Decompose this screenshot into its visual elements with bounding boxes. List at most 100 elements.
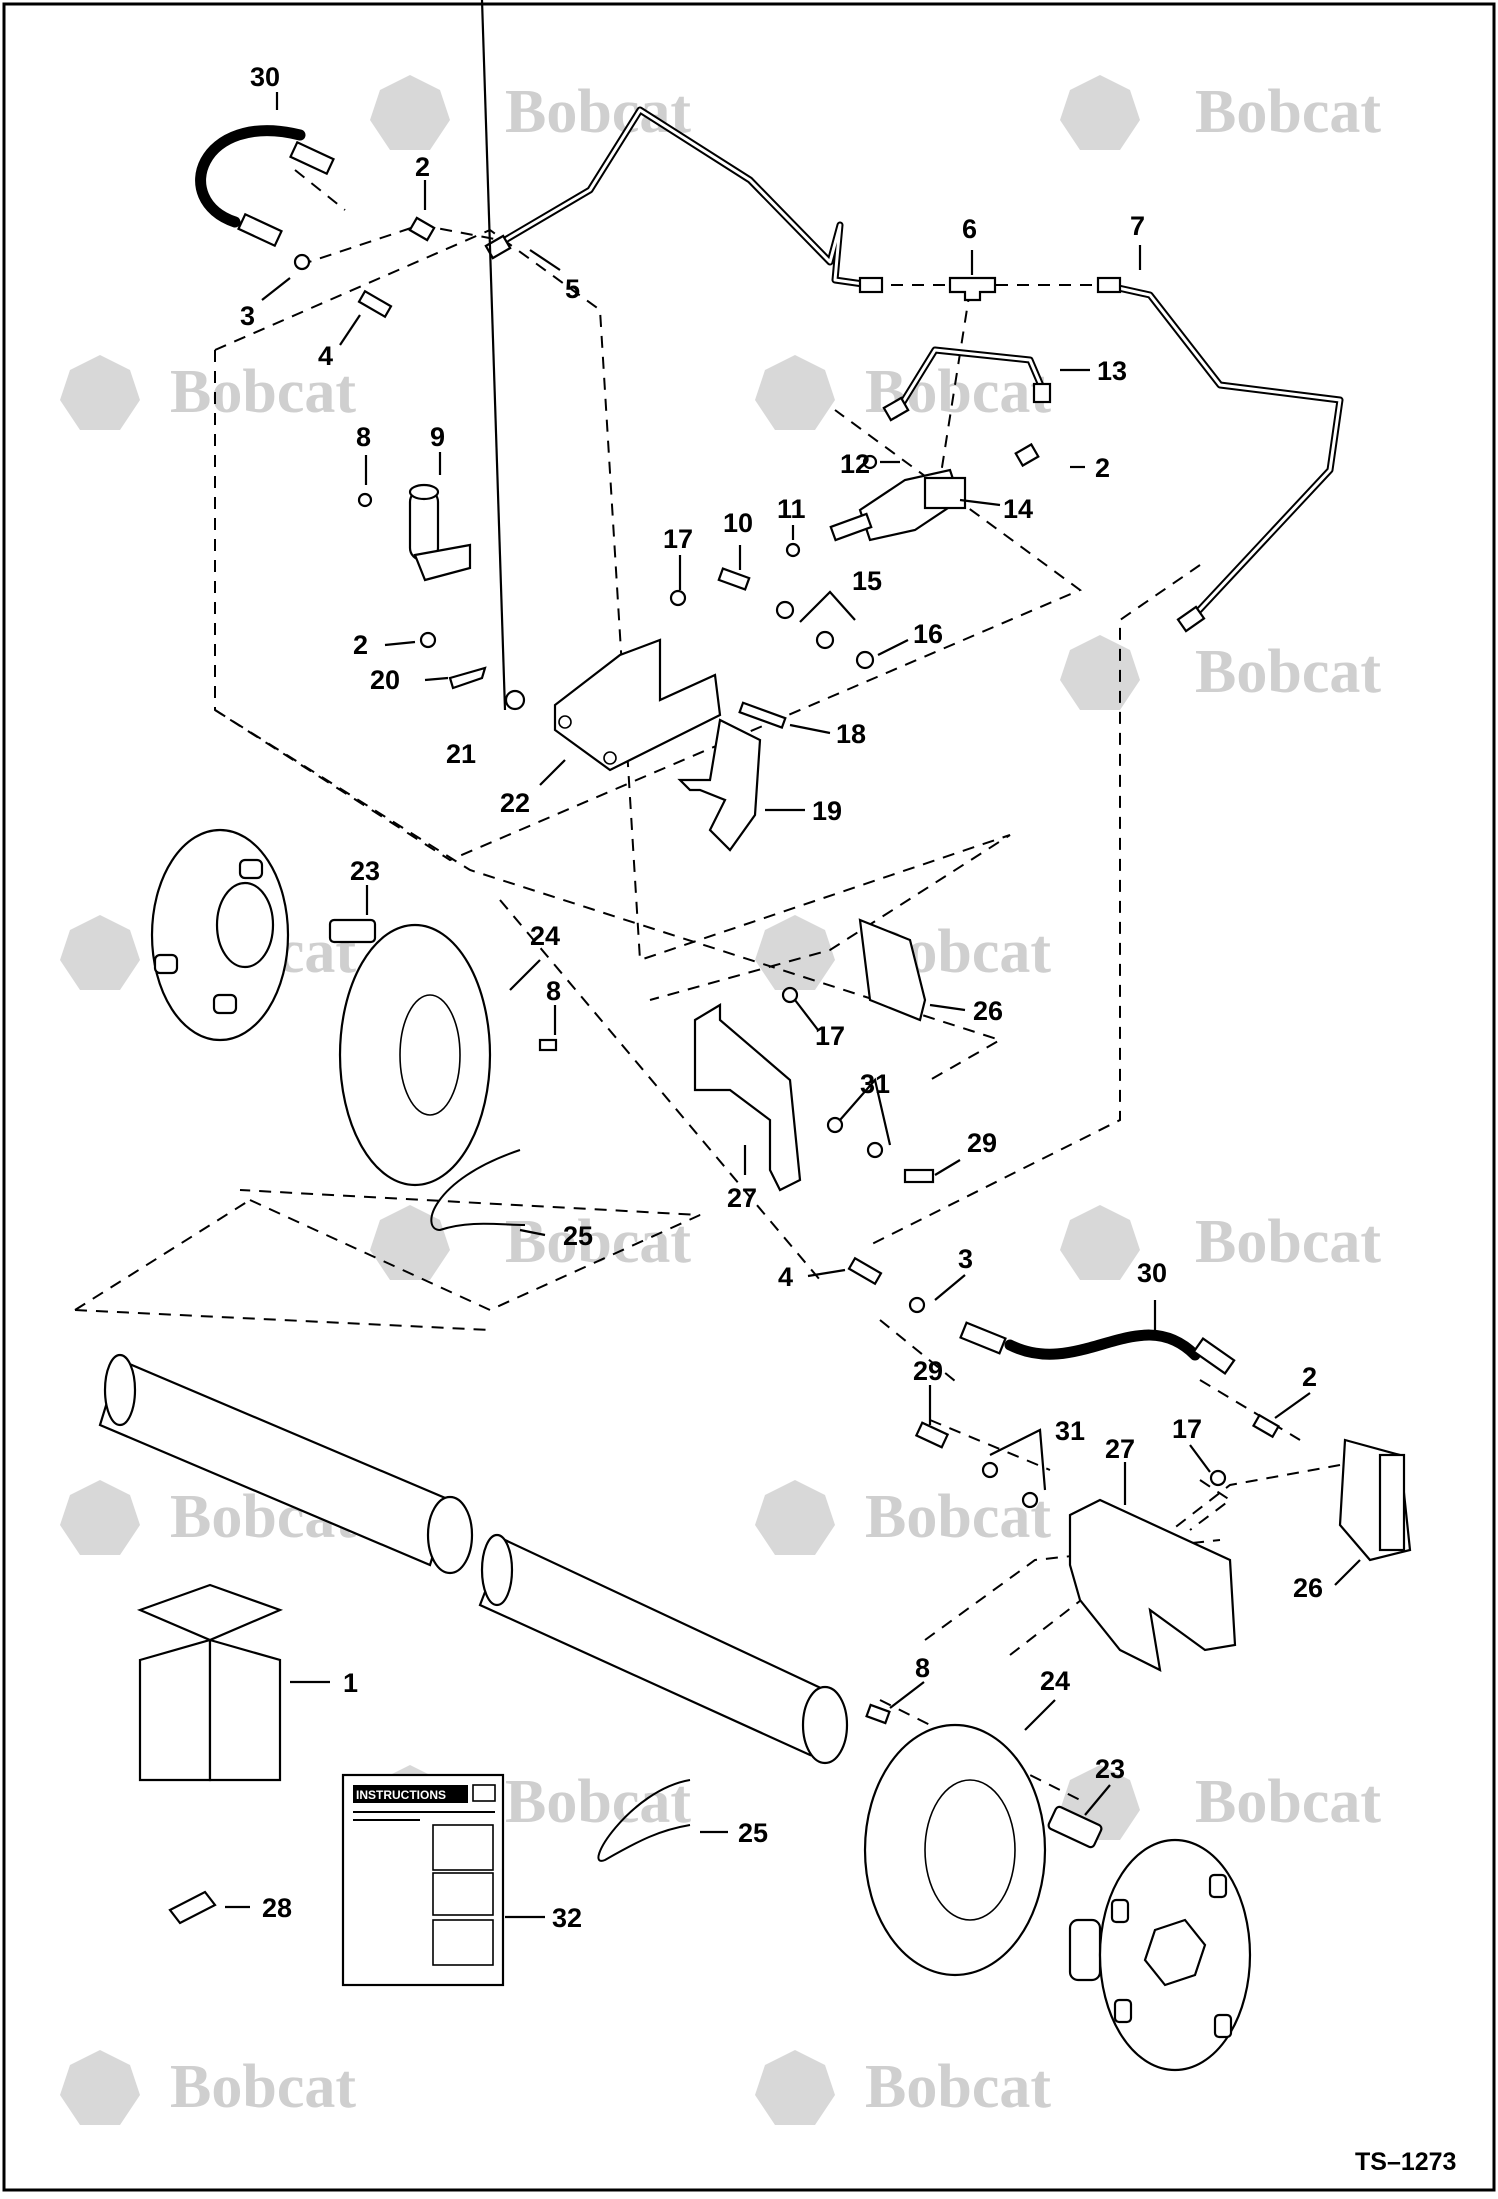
fuse-28 (168, 1890, 217, 1925)
brake-tube-7 (1101, 281, 1344, 624)
caliper-bracket-27 (1068, 1498, 1237, 1672)
instruction-sheet-32: INSTRUCTIONS (341, 1773, 505, 1987)
callout-label: 7 (1130, 211, 1145, 241)
bobcat-logo-icon (60, 1480, 140, 1555)
callout-label: 27 (1105, 1434, 1135, 1464)
tube-nut (858, 276, 884, 294)
callout-label: 3 (958, 1244, 973, 1274)
bobcat-logo-icon (60, 2050, 140, 2125)
watermark: Bobcat (755, 1480, 1051, 1555)
nut-16 (855, 650, 875, 670)
watermark: Bobcat (370, 1205, 691, 1280)
washer-31 (866, 1141, 884, 1159)
bobcat-logo-icon (755, 915, 835, 990)
callout-label: 28 (262, 1893, 292, 1923)
leader-line (529, 249, 561, 271)
brake-pad-26 (858, 918, 927, 1022)
leader-line (1274, 1392, 1311, 1419)
watermark-text: Bobcat (865, 1483, 1051, 1551)
washer-31 (1021, 1491, 1039, 1509)
callout-label: 32 (552, 1903, 582, 1933)
bobcat-logo-icon (60, 355, 140, 430)
callout-label: 2 (1302, 1362, 1317, 1392)
bolt-8 (865, 1703, 891, 1725)
watermark: Bobcat (60, 355, 356, 430)
master-cylinder-cap (923, 476, 967, 510)
left-brake-assembly (150, 828, 935, 1232)
elbow-fitting-2 (1014, 442, 1040, 468)
kit-box-1 (136, 1583, 284, 1782)
bobcat-logo-icon (370, 1205, 450, 1280)
hose-fitting (289, 140, 335, 176)
watermark-text: Bobcat (505, 1768, 691, 1836)
bolt-29 (914, 1421, 950, 1449)
callout-label: 14 (1003, 494, 1033, 524)
instruction-sheet-figure (432, 1824, 494, 1871)
lever-9-arm (413, 543, 472, 582)
callout-label: 20 (370, 665, 400, 695)
callout-label: 26 (973, 996, 1003, 1026)
bobcat-logo-icon (1060, 1205, 1140, 1280)
right-axle-assembly (597, 1703, 1252, 2072)
callout-label: 31 (1055, 1416, 1085, 1446)
callout-label: 23 (350, 856, 380, 886)
callout-label: 11 (777, 494, 806, 524)
elbow-fitting-2 (419, 631, 437, 649)
callout-label: 25 (738, 1818, 768, 1848)
leader-line (519, 1228, 546, 1237)
axle-flange-nut (1143, 1918, 1207, 1987)
instruction-sheet-figure (432, 1919, 494, 1966)
fittings-top (293, 216, 1206, 633)
wheel-stud (238, 858, 264, 880)
wheel-stud (1213, 2013, 1233, 2039)
guide-line (869, 564, 1201, 1246)
callout-label: 6 (962, 214, 977, 244)
nut-17 (1209, 1469, 1227, 1487)
callout-label: 18 (836, 719, 866, 749)
watermark-text: Bobcat (505, 78, 691, 146)
hose-fitting (237, 212, 283, 248)
guide-line (214, 709, 1003, 1081)
callout-label: 27 (727, 1183, 757, 1213)
bolt-8 (538, 1038, 558, 1052)
callout-label: 30 (1137, 1258, 1167, 1288)
guide-line (929, 1419, 1051, 1471)
watermark-text: Bobcat (1195, 1768, 1381, 1836)
leader-line (807, 1268, 846, 1278)
callout-label: 16 (913, 619, 943, 649)
elbow-fitting-4 (357, 289, 393, 319)
axle-tube-end (103, 1353, 137, 1427)
wheel-stud (153, 953, 179, 975)
washer-3 (908, 1296, 926, 1314)
watermark-text: Bobcat (170, 358, 356, 426)
leader-line (539, 759, 566, 786)
lever-19 (677, 718, 762, 852)
instruction-sheet-header-bar (353, 1785, 468, 1803)
bobcat-logo-icon (755, 2050, 835, 2125)
callout-label: 1 (343, 1668, 358, 1698)
callout-label: 8 (915, 1653, 930, 1683)
bolt-29 (903, 1168, 935, 1184)
leader-line (480, 0, 507, 711)
axle-spacer-23 (1047, 1805, 1103, 1849)
bracket-22 (553, 638, 722, 772)
leader-line (384, 640, 416, 647)
kit-box-side (208, 1638, 282, 1782)
lever-9-top (408, 483, 440, 501)
hose-assembly-30-top (195, 125, 335, 248)
brake-tube-7-inner (1103, 283, 1342, 622)
callout-label: 31 (860, 1069, 890, 1099)
leader-line (339, 314, 361, 346)
axle-flange-left-bore (215, 881, 275, 969)
watermark-text: Bobcat (505, 1208, 691, 1276)
watermark-layer: Bobcat Bobcat Bobcat Bobcat Bobcat Bobca… (60, 75, 1381, 2125)
right-brake-assembly (847, 1256, 1412, 1672)
axle-tube-end (480, 1533, 514, 1607)
callout-label: 29 (967, 1128, 997, 1158)
axle-tube-right (478, 1538, 827, 1757)
leader-line (424, 676, 449, 682)
master-cylinder-rod (829, 512, 873, 542)
callout-label: 24 (1040, 1666, 1070, 1696)
washer-21 (504, 689, 526, 711)
